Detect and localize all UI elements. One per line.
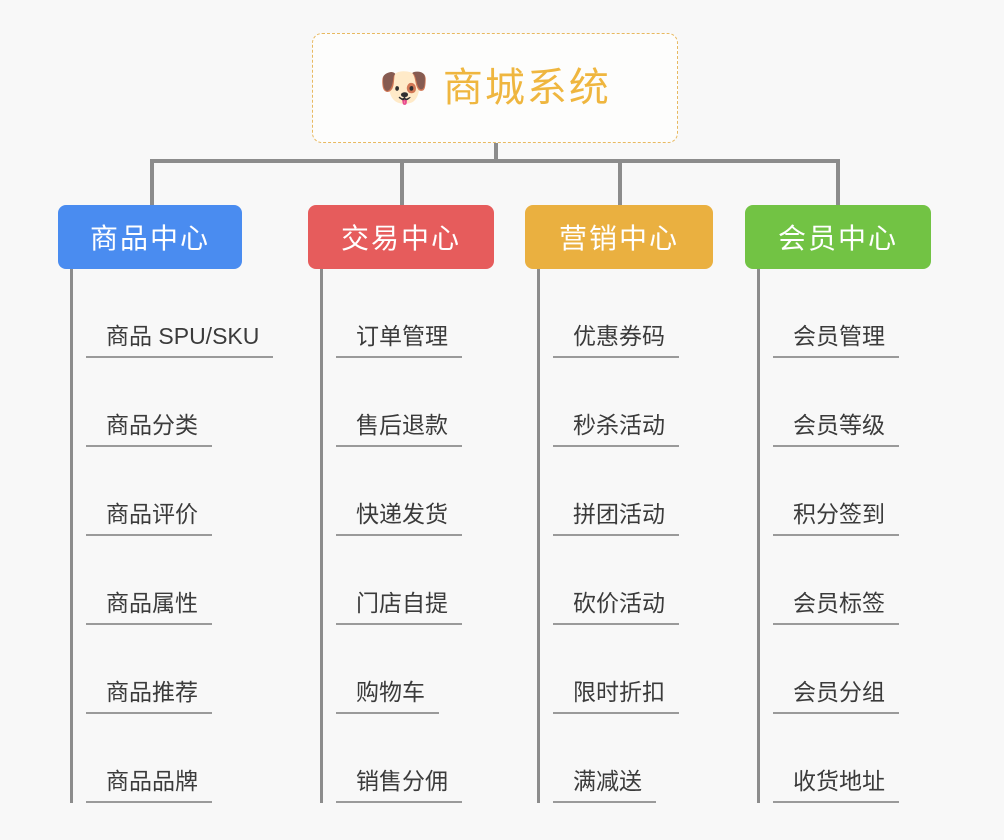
leaf-item[interactable]: 会员等级 — [757, 358, 931, 447]
leaf-item[interactable]: 商品属性 — [70, 536, 273, 625]
connector-drop-1 — [150, 159, 154, 205]
leaf-item-label: 商品分类 — [86, 414, 212, 447]
leaf-item[interactable]: 收货地址 — [757, 714, 931, 803]
branch-marketing-center: 营销中心 优惠券码 秒杀活动 拼团活动 砍价活动 限时折扣 满减送 — [525, 205, 713, 803]
connector-horizontal-bus — [150, 159, 840, 163]
connector-drop-3 — [618, 159, 622, 205]
leaf-item[interactable]: 门店自提 — [320, 536, 494, 625]
leaf-item-label: 购物车 — [336, 681, 439, 714]
branch-header-label: 商品中心 — [89, 223, 210, 254]
leaf-item-label: 拼团活动 — [553, 503, 679, 536]
branch-header-marketing-center[interactable]: 营销中心 — [525, 205, 713, 269]
connector-root-stem — [494, 143, 498, 161]
connector-spine — [757, 269, 760, 803]
leaf-item-label: 售后退款 — [336, 414, 462, 447]
leaf-item[interactable]: 会员分组 — [757, 625, 931, 714]
connector-spine — [320, 269, 323, 803]
leaf-item[interactable]: 会员标签 — [757, 536, 931, 625]
connector-drop-2 — [400, 159, 404, 205]
dog-face-icon: 🐶 — [379, 66, 429, 110]
branch-header-label: 会员中心 — [777, 223, 898, 254]
leaf-item-label: 满减送 — [553, 770, 656, 803]
leaf-item-label: 限时折扣 — [553, 681, 679, 714]
branch-header-trade-center[interactable]: 交易中心 — [308, 205, 494, 269]
leaf-item[interactable]: 拼团活动 — [537, 447, 713, 536]
leaf-item[interactable]: 销售分佣 — [320, 714, 494, 803]
leaf-item-label: 商品品牌 — [86, 770, 212, 803]
leaf-item[interactable]: 快递发货 — [320, 447, 494, 536]
leaf-item-label: 商品推荐 — [86, 681, 212, 714]
leaf-item[interactable]: 商品分类 — [70, 358, 273, 447]
leaf-item-label: 优惠券码 — [553, 325, 679, 358]
leaf-item-label: 销售分佣 — [336, 770, 462, 803]
root-node[interactable]: 🐶 商城系统 — [312, 33, 678, 143]
leaf-item[interactable]: 积分签到 — [757, 447, 931, 536]
leaf-item[interactable]: 优惠券码 — [537, 269, 713, 358]
leaf-item-label: 订单管理 — [336, 325, 462, 358]
branch-header-label: 营销中心 — [558, 223, 679, 254]
leaf-item-label: 会员分组 — [773, 681, 899, 714]
leaf-item-label: 商品评价 — [86, 503, 212, 536]
leaf-list-marketing-center: 优惠券码 秒杀活动 拼团活动 砍价活动 限时折扣 满减送 — [537, 269, 713, 803]
leaf-item[interactable]: 购物车 — [320, 625, 494, 714]
branch-header-label: 交易中心 — [340, 223, 461, 254]
leaf-item-label: 砍价活动 — [553, 592, 679, 625]
leaf-item[interactable]: 满减送 — [537, 714, 713, 803]
leaf-item[interactable]: 商品 SPU/SKU — [70, 269, 274, 358]
branch-header-member-center[interactable]: 会员中心 — [745, 205, 931, 269]
root-title: 商城系统 — [442, 66, 611, 110]
leaf-item[interactable]: 商品品牌 — [70, 714, 273, 803]
leaf-item-label: 门店自提 — [336, 592, 462, 625]
leaf-item[interactable]: 售后退款 — [320, 358, 494, 447]
leaf-item-label: 积分签到 — [773, 503, 899, 536]
leaf-item[interactable]: 会员管理 — [757, 269, 931, 358]
leaf-item-label: 秒杀活动 — [553, 414, 679, 447]
leaf-list-member-center: 会员管理 会员等级 积分签到 会员标签 会员分组 收货地址 — [757, 269, 931, 803]
leaf-list-product-center: 商品 SPU/SKU 商品分类 商品评价 商品属性 商品推荐 商品品牌 — [70, 269, 274, 803]
leaf-item[interactable]: 砍价活动 — [537, 536, 713, 625]
leaf-item[interactable]: 秒杀活动 — [537, 358, 713, 447]
leaf-item[interactable]: 商品推荐 — [70, 625, 273, 714]
leaf-item-label: 商品 SPU/SKU — [86, 325, 274, 358]
branch-product-center: 商品中心 商品 SPU/SKU 商品分类 商品评价 商品属性 商品推荐 商品品牌 — [58, 205, 274, 803]
leaf-item-label: 会员管理 — [773, 325, 899, 358]
leaf-item[interactable]: 限时折扣 — [537, 625, 713, 714]
leaf-item-label: 会员等级 — [773, 414, 899, 447]
branch-member-center: 会员中心 会员管理 会员等级 积分签到 会员标签 会员分组 收货地址 — [745, 205, 931, 803]
connector-spine — [537, 269, 540, 803]
branch-trade-center: 交易中心 订单管理 售后退款 快递发货 门店自提 购物车 销售分佣 — [308, 205, 494, 803]
leaf-list-trade-center: 订单管理 售后退款 快递发货 门店自提 购物车 销售分佣 — [320, 269, 494, 803]
leaf-item[interactable]: 商品评价 — [70, 447, 273, 536]
leaf-item-label: 会员标签 — [773, 592, 899, 625]
leaf-item[interactable]: 订单管理 — [320, 269, 494, 358]
leaf-item-label: 收货地址 — [773, 770, 899, 803]
connector-drop-4 — [836, 159, 840, 205]
leaf-item-label: 快递发货 — [336, 503, 462, 536]
connector-spine — [70, 269, 73, 803]
branch-header-product-center[interactable]: 商品中心 — [58, 205, 242, 269]
leaf-item-label: 商品属性 — [86, 592, 212, 625]
